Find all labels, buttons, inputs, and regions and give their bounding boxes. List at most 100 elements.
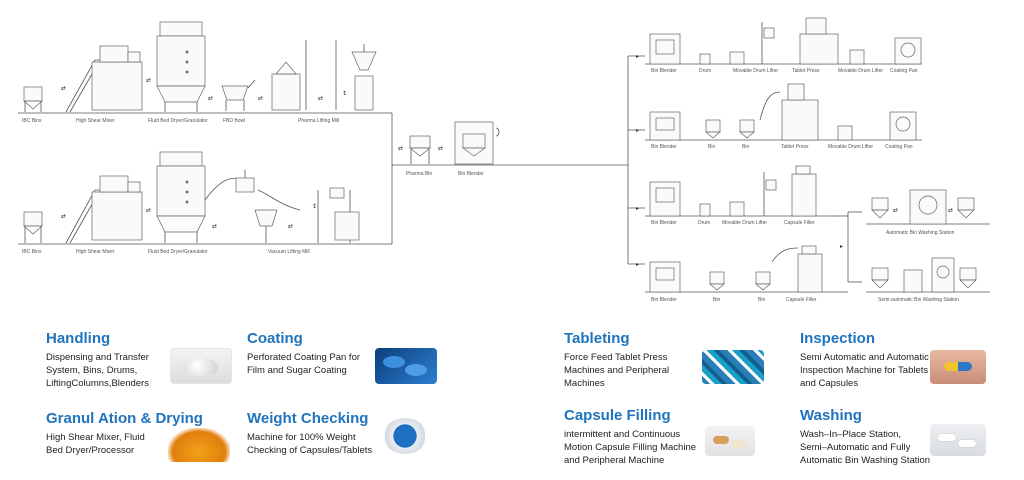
- right-row-1: [645, 17, 922, 65]
- category-title-washing: Washing: [800, 407, 862, 424]
- desc-line: Wash–In–Place Station,: [800, 429, 902, 440]
- desc-line: Machine for 100% Weight: [247, 432, 356, 443]
- vacuum-lifting-mill-icon: ⇄: [235, 170, 360, 243]
- label-r4-3: Capsule Filler: [786, 297, 817, 303]
- category-desc-capsule-filling: intermittent and Continuous Motion Capsu…: [564, 428, 709, 467]
- svg-text:⇄: ⇄: [61, 213, 66, 220]
- label-r3-1: Drum: [698, 220, 710, 226]
- label-r1-5: Coating Pan: [890, 68, 918, 74]
- label-top-pharma-lifting-mill: Pharma Lifting Mill: [298, 118, 339, 124]
- category-desc-granulation: High Shear Mixer, Fluid Bed Dryer/Proces…: [46, 431, 171, 457]
- svg-text:⇄: ⇄: [258, 95, 263, 102]
- category-desc-washing: Wash–In–Place Station, Semi–Automatic an…: [800, 428, 940, 467]
- category-title-capsule-filling: Capsule Filling: [564, 407, 671, 424]
- label-r2-3: Tablet Press: [781, 144, 809, 150]
- process-flow-diagram: ⇄ ⇄ ⇄ ⇄: [18, 17, 990, 303]
- desc-line: System, Bins, Drums,: [46, 365, 138, 376]
- label-automatic-washing: Automatic Bin Washing Station: [886, 230, 955, 236]
- capsules-icon: [705, 426, 755, 456]
- desc-line: and Peripheral Machine: [564, 455, 665, 466]
- category-capsule-filling: Capsule Filling intermittent and Continu…: [564, 407, 709, 467]
- desc-line: Bed Dryer/Processor: [46, 445, 135, 456]
- desc-line: Automatic Bin Washing Station: [800, 455, 931, 466]
- ibc-bin-icon-2: [23, 211, 43, 243]
- desc-line: High Shear Mixer, Fluid: [46, 432, 145, 443]
- ibc-bin-icon: [23, 86, 43, 112]
- svg-text:▸: ▸: [636, 205, 639, 212]
- svg-text:▸: ▸: [636, 127, 639, 134]
- category-granulation-drying: Granul Ation & Drying High Shear Mixer, …: [46, 410, 203, 457]
- label-r2-1: Bin: [708, 144, 715, 150]
- label-bottom-high-shear-mixer: High Shear Mixer: [76, 249, 115, 255]
- svg-text:⇄: ⇄: [146, 207, 151, 214]
- category-desc-tableting: Force Feed Tablet Press Machines and Per…: [564, 351, 704, 390]
- bottom-line: ⇄ ⇄ ⇄ ⇄ ↕: [18, 151, 385, 245]
- label-center-bin-blender: Bin Blender: [458, 171, 484, 177]
- category-title-tableting: Tableting: [564, 330, 630, 347]
- fluid-bed-dryer-icon: [156, 21, 206, 112]
- label-r4-2: Bin: [758, 297, 765, 303]
- label-bottom-ibc-bins: IBC Bins: [22, 249, 42, 255]
- category-title-weight-checking: Weight Checking: [247, 410, 369, 427]
- category-title-coating: Coating: [247, 330, 303, 347]
- desc-line: Machines: [564, 378, 605, 389]
- pharma-lifting-mill-icon: [271, 40, 377, 111]
- desc-line: Semi–Automatic and Fully: [800, 442, 911, 453]
- label-r3-3: Capsule Filler: [784, 220, 815, 226]
- svg-text:↕: ↕: [342, 90, 347, 97]
- label-r3-2: Movable Drum Lifter: [722, 220, 767, 226]
- right-row-3: [645, 165, 835, 217]
- label-r2-2: Bin: [742, 144, 749, 150]
- label-r1-2: Movable Drum Lifter: [733, 68, 778, 74]
- desc-line: intermittent and Continuous: [564, 429, 681, 440]
- semi-automatic-washing-station-icon: [866, 257, 990, 293]
- svg-text:↕: ↕: [312, 203, 317, 210]
- desc-line: Dispensing and Transfer: [46, 352, 149, 363]
- label-r4-1: Bin: [713, 297, 720, 303]
- white-capsules-icon: [930, 424, 986, 456]
- svg-text:⇄: ⇄: [146, 77, 151, 84]
- category-title-inspection: Inspection: [800, 330, 876, 347]
- label-bottom-vacuum-lifting-mill: Vacuum Lifting Mill: [268, 249, 310, 255]
- svg-text:⇄: ⇄: [948, 207, 953, 214]
- category-handling: Handling Dispensing and Transfer System,…: [46, 330, 171, 390]
- label-r1-4: Movable Drum Lifter: [838, 68, 883, 74]
- desc-line: Inspection Machine for Tablets: [800, 365, 929, 376]
- label-top-fbd-bowl: FBD Bowl: [223, 118, 245, 124]
- desc-line: Motion Capsule Filling Machine: [564, 442, 697, 453]
- category-coating: Coating Perforated Coating Pan for Film …: [247, 330, 377, 377]
- desc-line: LiftingColumns,Blenders: [46, 378, 149, 389]
- svg-text:⇄: ⇄: [208, 95, 213, 102]
- category-weight-checking: Weight Checking Machine for 100% Weight …: [247, 410, 387, 457]
- label-r2-5: Coating Pan: [885, 144, 913, 150]
- fluid-bed-dryer-icon-2: [156, 151, 206, 243]
- svg-text:⇄: ⇄: [288, 223, 293, 230]
- svg-text:▸: ▸: [636, 261, 639, 268]
- label-top-high-shear-mixer: High Shear Mixer: [76, 118, 115, 124]
- automatic-washing-station-icon: ⇄ ⇄: [866, 189, 990, 225]
- label-bottom-fluid-bed: Fluid Bed Dryer/Granulator: [148, 249, 208, 255]
- label-top-fluid-bed: Fluid Bed Dryer/Granulator: [148, 118, 208, 124]
- label-r1-3: Tablet Press: [792, 68, 820, 74]
- label-top-ibc-bins: IBC Bins: [22, 118, 42, 124]
- category-desc-coating: Perforated Coating Pan for Film and Suga…: [247, 351, 377, 377]
- label-top-fluid-bed-line: Fluid Bed Dryer/Granulator: [148, 118, 208, 124]
- svg-text:⇄: ⇄: [318, 95, 323, 102]
- powder-pile-icon: [170, 348, 232, 384]
- bin-blender-icon: [454, 121, 500, 165]
- desc-line: Force Feed Tablet Press: [564, 352, 668, 363]
- label-r1-0: Bin Blender: [651, 68, 677, 74]
- desc-line: and Capsules: [800, 378, 859, 389]
- label-semi-automatic-washing: Semi-automatic Bin Washing Station: [878, 297, 959, 303]
- high-shear-mixer-icon-2: [65, 175, 143, 244]
- label-r2-4: Movable Drum Lifter: [828, 144, 873, 150]
- svg-text:⇄: ⇄: [398, 145, 403, 152]
- label-r4-0: Bin Blender: [651, 297, 677, 303]
- category-inspection: Inspection Semi Automatic and Automatic …: [800, 330, 940, 390]
- category-washing: Washing Wash–In–Place Station, Semi–Auto…: [800, 407, 940, 467]
- svg-text:⇄: ⇄: [438, 145, 443, 152]
- desc-line: Perforated Coating Pan for: [247, 352, 361, 363]
- category-desc-weight-checking: Machine for 100% Weight Checking of Caps…: [247, 431, 387, 457]
- label-r1-1: Drum: [699, 68, 711, 74]
- mixed-tablets-icon: [702, 350, 764, 384]
